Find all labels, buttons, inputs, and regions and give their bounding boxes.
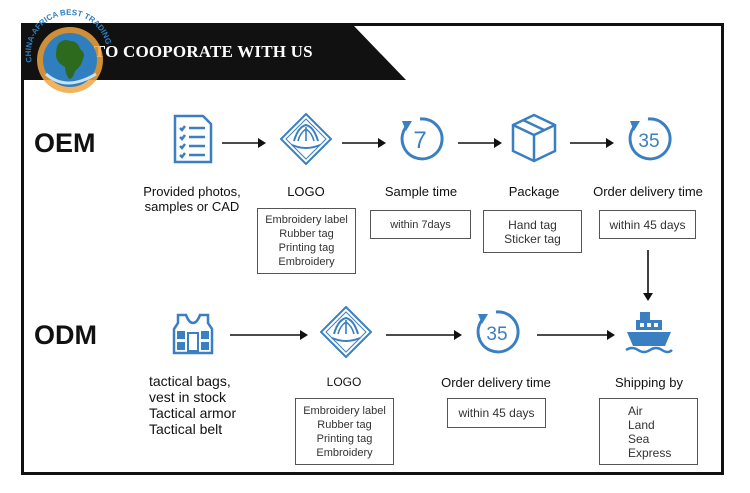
clock-35-icon: 35 (476, 310, 520, 354)
arrow-right-icon (386, 330, 462, 340)
odm-step3-box: within 45 days (447, 398, 546, 428)
box-line: Embroidery label (303, 404, 386, 417)
arrow-right-icon (537, 330, 615, 340)
box-line: Express (628, 445, 672, 460)
oem-step2-box: Embroidery label Rubber tag Printing tag… (257, 208, 356, 274)
arrow-right-icon (230, 330, 308, 340)
oem-step5-box: within 45 days (599, 210, 696, 239)
banner-background (24, 26, 406, 80)
odm-step4-label: Shipping by (615, 375, 683, 390)
arrow-right-icon (222, 138, 266, 148)
oem-step1-line2: samples or CAD (144, 199, 240, 214)
box-line: Air (628, 403, 643, 418)
content-frame (21, 23, 724, 475)
oem-step4-label: Package (508, 184, 560, 199)
company-logo: CHINA-AFRICA BEST TRADING PLATFORM (18, 4, 113, 93)
tactical-vest-icon (172, 313, 214, 355)
document-list-icon (173, 114, 213, 164)
odm-step2-label: LOGO (326, 375, 362, 389)
box-line: Rubber tag (279, 228, 334, 240)
box-line: within 45 days (458, 406, 535, 420)
odm-step1-line3: Tactical armor (149, 405, 237, 421)
oem-step3-box: within 7days (370, 210, 471, 239)
oem-step2-label: LOGO (287, 184, 325, 199)
oem-label: OEM (34, 128, 96, 158)
arrow-right-icon (342, 138, 386, 148)
clock-35-icon: 35 (628, 117, 672, 161)
clock-35-number: 35 (638, 131, 659, 152)
box-line: Land (628, 417, 655, 432)
banner-title: HOW TO COOPORATE WITH US (46, 42, 313, 61)
odm-step4-box: Air Land Sea Express (599, 398, 698, 465)
odm-step1-label: tactical bags, vest in stock Tactical ar… (149, 373, 236, 437)
box-line: Sea (628, 431, 650, 446)
arrow-down-icon (643, 250, 653, 301)
box-line: Embroidery (316, 446, 373, 459)
oem-step3-label: Sample time (384, 184, 458, 199)
box-line: within 45 days (609, 217, 686, 232)
odm-step1-line1: tactical bags, (149, 373, 231, 389)
odm-step1-line4: Tactical belt (149, 421, 223, 437)
odm-step2-box: Embroidery label Rubber tag Printing tag… (295, 398, 394, 465)
ship-icon (625, 312, 673, 354)
package-box-icon (511, 113, 557, 163)
odm-step3-label: Order delivery time (441, 375, 551, 390)
box-line: Rubber tag (317, 418, 372, 431)
box-line: Sticker tag (504, 231, 561, 246)
clock-7-number: 7 (413, 127, 426, 154)
oem-step4-box: Hand tag Sticker tag (483, 210, 582, 253)
oem-step5-label: Order delivery time (593, 184, 703, 199)
box-line: Embroidery (278, 256, 335, 268)
logo-emblem-icon (320, 306, 372, 358)
odm-step1-line2: vest in stock (149, 389, 227, 405)
odm-label: ODM (34, 320, 97, 350)
box-line: Hand tag (508, 217, 557, 232)
clock-35-number: 35 (486, 324, 507, 345)
box-line: Printing tag (278, 242, 335, 254)
box-line: within 7days (390, 218, 451, 231)
logo-emblem-icon (280, 113, 332, 165)
arrow-right-icon (570, 138, 614, 148)
clock-7-icon: 7 (400, 117, 444, 161)
box-line: Printing tag (316, 432, 373, 445)
box-line: Embroidery label (265, 214, 348, 226)
oem-step1-line1: Provided photos, (143, 184, 241, 199)
arrow-right-icon (458, 138, 502, 148)
oem-step1-label: Provided photos, samples or CAD (140, 184, 244, 214)
